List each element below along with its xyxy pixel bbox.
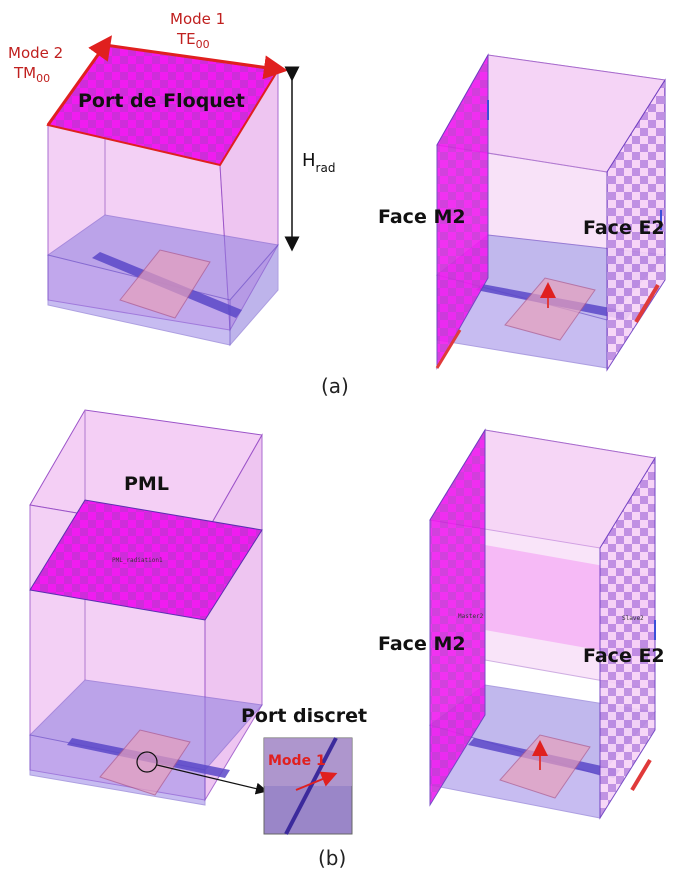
face-e2-label-b: Face E2 (583, 645, 665, 667)
svg-text:TE00: TE00 (176, 30, 210, 51)
pml-label: PML (124, 473, 169, 495)
substrate-right (229, 243, 279, 347)
mode1-te-sub: 00 (196, 38, 210, 51)
mode2-tm-sub: 00 (36, 72, 50, 85)
inset-mode-label: Mode 1 (268, 753, 326, 769)
mode2-label: Mode 2 (8, 44, 63, 62)
face-e2-panel-b (599, 456, 656, 820)
inset-feed-line (284, 737, 338, 835)
mode1-label: Mode 1 (170, 10, 225, 28)
panel-a-right-model (435, 53, 667, 372)
panel-b-left-model (28, 409, 268, 806)
mode1-te: TE (176, 30, 196, 48)
face-m2-label-a: Face M2 (378, 206, 466, 228)
port-discret-marker (136, 751, 158, 773)
port-inset: Mode 1 (263, 737, 353, 835)
caption-a: (a) (321, 374, 349, 398)
port-discret-label: Port discret (241, 705, 367, 727)
patch-2 (504, 277, 596, 341)
face-m2-panel-b (429, 428, 486, 807)
patch (119, 249, 211, 319)
svg-text:TM00: TM00 (13, 64, 50, 85)
patch-b2 (499, 734, 591, 799)
pml-plane (29, 499, 263, 621)
face-m2-panel (436, 53, 489, 370)
master-small-label: Master2 (458, 613, 484, 620)
floquet-port-label: Port de Floquet (78, 90, 245, 112)
inset-arrow (295, 771, 338, 791)
hrad-label: H (302, 150, 316, 171)
hrad-label-sub: rad (316, 161, 336, 175)
face-m2-label-b: Face M2 (378, 633, 466, 655)
mode2-tm: TM (13, 64, 36, 82)
pml-small-label: PML_radiation1 (112, 557, 163, 564)
caption-b: (b) (318, 846, 346, 870)
patch-b (99, 729, 191, 796)
face-e2-label-a: Face E2 (583, 217, 665, 239)
slave-small-label: Slave2 (622, 615, 644, 622)
panel-b-right-model: Master2 Slave2 (428, 428, 656, 820)
svg-text:Hrad: Hrad (302, 150, 335, 175)
panel-a-left-model (46, 35, 288, 347)
